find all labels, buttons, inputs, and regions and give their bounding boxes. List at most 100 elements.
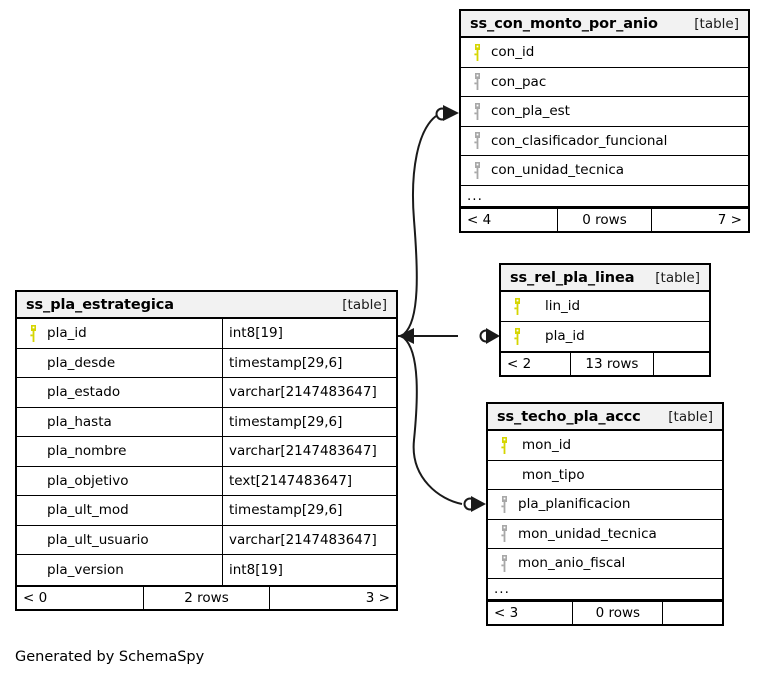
column-cell: con_unidad_tecnica: [461, 156, 748, 185]
foreign-key-icon: [467, 73, 487, 91]
column-type: varchar[2147483647]: [222, 525, 396, 554]
foreign-key-icon: [494, 495, 514, 513]
column-name: con_pac: [491, 73, 547, 90]
table-row[interactable]: pla_ult_usuario varchar[2147483647]: [17, 525, 396, 555]
table-row[interactable]: pla_desde timestamp[29,6]: [17, 348, 396, 378]
table-header: ss_pla_estrategica [table]: [17, 292, 396, 319]
table-kind-label: [table]: [668, 408, 713, 425]
table-row[interactable]: mon_anio_fiscal: [488, 549, 722, 579]
footer-row-count: 2 rows: [143, 586, 270, 609]
table-title: ss_techo_pla_accc: [497, 408, 641, 425]
column-name: con_clasificador_funcional: [491, 132, 668, 149]
table-kind-label: [table]: [655, 269, 700, 286]
primary-key-icon: [507, 297, 527, 315]
table-row[interactable]: pla_nombre varchar[2147483647]: [17, 437, 396, 467]
footer-children-count[interactable]: 3 >: [365, 589, 390, 606]
column-name: mon_unidad_tecnica: [518, 525, 657, 542]
column-name: pla_desde: [47, 354, 116, 371]
edge-to-techo-pla-accc: [403, 337, 463, 505]
column-cell: mon_unidad_tecnica: [488, 520, 722, 549]
footer-row-count: 13 rows: [570, 353, 654, 375]
table-row[interactable]: con_pla_est: [461, 97, 748, 127]
table-row[interactable]: pla_objetivo text[2147483647]: [17, 466, 396, 496]
table-row[interactable]: mon_id: [488, 431, 722, 461]
column-name: mon_id: [522, 437, 572, 454]
more-columns-indicator: ...: [461, 186, 748, 207]
column-cell: lin_id: [501, 292, 709, 321]
table-ss-pla-estrategica[interactable]: ss_pla_estrategica [table] pla_id: [15, 290, 398, 611]
table-header: ss_rel_pla_linea [table]: [501, 265, 709, 292]
table-columns: pla_id int8[19] pla_desde timestamp[29,6…: [17, 319, 396, 585]
column-name: pla_id: [47, 325, 87, 342]
table-ss-rel-pla-linea[interactable]: ss_rel_pla_linea [table] lin_id: [499, 263, 711, 377]
table-row[interactable]: lin_id: [501, 292, 709, 322]
footer-children-count[interactable]: [663, 602, 722, 624]
column-cell: pla_desde: [17, 349, 222, 378]
column-type: varchar[2147483647]: [222, 437, 396, 466]
column-name: pla_planificacion: [518, 496, 631, 513]
edge-to-con-monto-por-anio: [403, 115, 437, 335]
footer-children-count[interactable]: 7 >: [717, 211, 742, 228]
table-footer: < 3 0 rows: [488, 599, 722, 624]
table-columns: mon_id mon_tipo: [488, 431, 722, 600]
foreign-key-icon: [467, 161, 487, 179]
column-type: varchar[2147483647]: [222, 378, 396, 407]
column-type: timestamp[29,6]: [222, 407, 396, 436]
footer-row-count: 0 rows: [556, 208, 653, 231]
column-type: timestamp[29,6]: [222, 348, 396, 377]
footer-parents-count[interactable]: < 0: [23, 589, 48, 606]
column-name: lin_id: [545, 298, 581, 315]
foreign-key-icon: [467, 102, 487, 120]
table-ss-con-monto-por-anio[interactable]: ss_con_monto_por_anio [table] con_id: [459, 9, 750, 233]
primary-key-icon: [507, 327, 527, 345]
table-row[interactable]: pla_planificacion: [488, 490, 722, 520]
table-row[interactable]: con_unidad_tecnica: [461, 156, 748, 186]
primary-key-icon: [467, 43, 487, 61]
footer-parents-count[interactable]: < 2: [507, 356, 532, 372]
primary-key-icon: [23, 324, 43, 342]
table-row[interactable]: pla_id int8[19]: [17, 319, 396, 349]
column-cell: pla_id: [501, 322, 709, 352]
column-type: int8[19]: [222, 555, 396, 585]
table-ss-techo-pla-accc[interactable]: ss_techo_pla_accc [table] mon_id: [486, 402, 724, 626]
column-type: text[2147483647]: [222, 466, 396, 495]
table-row[interactable]: con_clasificador_funcional: [461, 127, 748, 156]
endpoint-techo-pla-accc: [463, 496, 486, 512]
column-type: int8[19]: [222, 319, 396, 348]
column-cell: mon_id: [488, 431, 722, 460]
table-row[interactable]: pla_id: [501, 322, 709, 352]
column-cell: con_id: [461, 38, 748, 67]
table-row[interactable]: mon_tipo: [488, 461, 722, 490]
column-cell: pla_id: [17, 319, 222, 348]
table-header: ss_techo_pla_accc [table]: [488, 404, 722, 431]
table-header: ss_con_monto_por_anio [table]: [461, 11, 748, 38]
table-title: ss_pla_estrategica: [26, 296, 174, 313]
column-name: pla_estado: [47, 384, 121, 401]
column-cell: mon_anio_fiscal: [488, 549, 722, 578]
column-name: mon_anio_fiscal: [518, 555, 626, 572]
footer-children-count[interactable]: [654, 353, 709, 375]
table-row[interactable]: con_id: [461, 38, 748, 68]
table-row[interactable]: con_pac: [461, 68, 748, 97]
column-name: pla_id: [545, 328, 585, 345]
table-row[interactable]: pla_ult_mod timestamp[29,6]: [17, 496, 396, 526]
column-cell: pla_planificacion: [488, 490, 722, 519]
footer-parents-count[interactable]: < 4: [467, 211, 492, 228]
column-cell: pla_version: [17, 555, 222, 585]
endpoint-rel-pla-linea: [479, 328, 500, 344]
footer-parents-count[interactable]: < 3: [494, 604, 519, 621]
table-row[interactable]: pla_hasta timestamp[29,6]: [17, 407, 396, 437]
table-row[interactable]: mon_unidad_tecnica: [488, 520, 722, 549]
column-name: mon_tipo: [522, 466, 585, 483]
column-type: timestamp[29,6]: [222, 496, 396, 525]
column-cell: pla_estado: [17, 378, 222, 407]
foreign-key-icon: [494, 525, 514, 543]
column-cell: con_pac: [461, 68, 748, 97]
table-columns: lin_id pla_id: [501, 292, 709, 351]
table-row[interactable]: pla_estado varchar[2147483647]: [17, 378, 396, 408]
endpoint-con-monto-por-anio: [435, 105, 459, 121]
table-row[interactable]: pla_version int8[19]: [17, 555, 396, 585]
column-cell: pla_nombre: [17, 437, 222, 466]
foreign-key-icon: [494, 554, 514, 572]
column-name: pla_ult_mod: [47, 502, 129, 519]
